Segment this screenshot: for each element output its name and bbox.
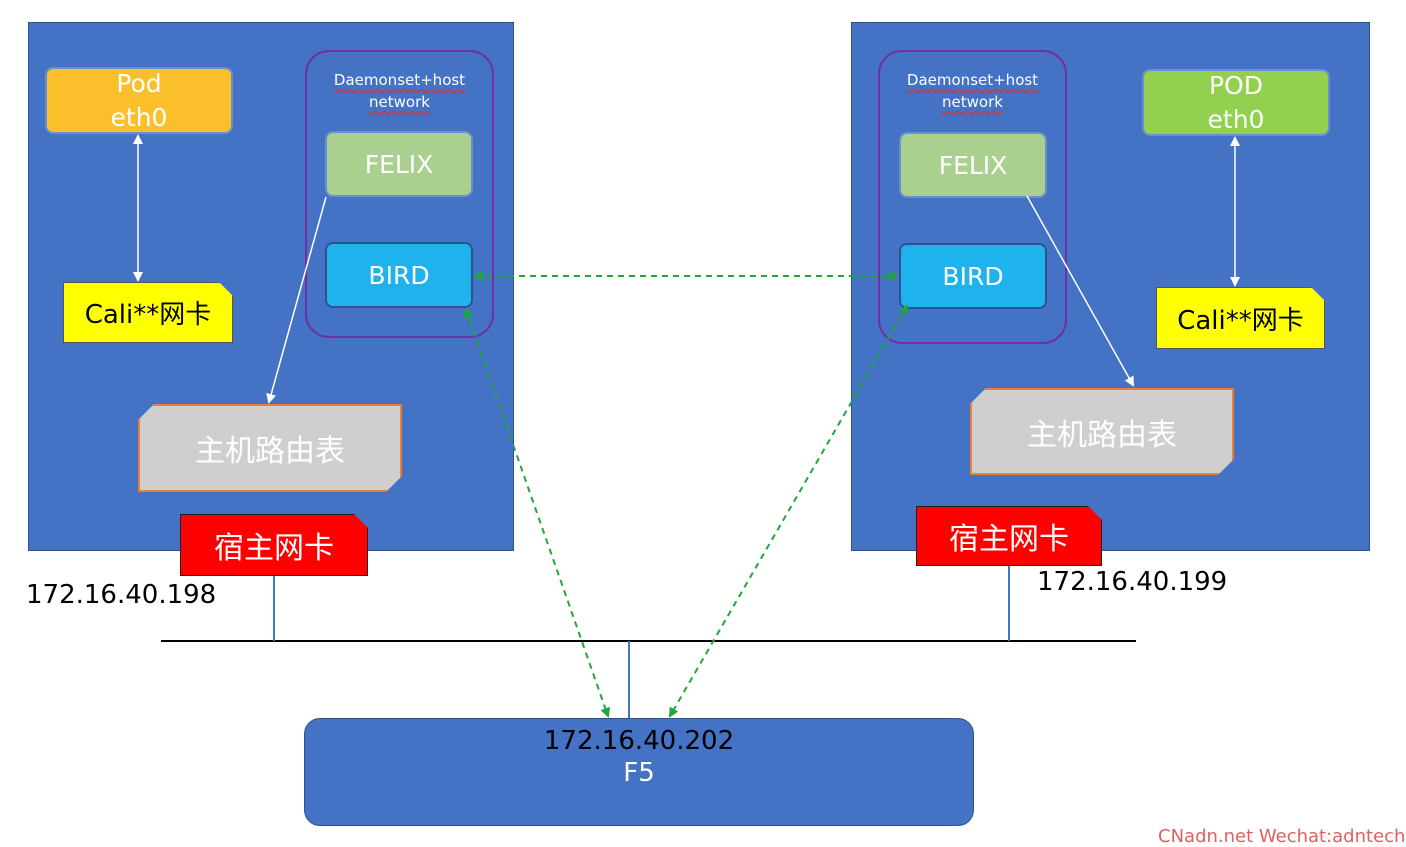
left-route-table-label: 主机路由表	[195, 434, 345, 469]
right-pod[interactable]: POD eth0	[1142, 69, 1330, 136]
right-route-table-label: 主机路由表	[1027, 417, 1177, 453]
left-felix-label: FELIX	[364, 149, 434, 179]
left-pod-interface: eth0	[110, 102, 168, 132]
right-host-nic-label: 宿主网卡	[949, 522, 1069, 557]
left-cali-nic-label: Cali**网卡	[84, 300, 212, 330]
left-felix[interactable]: FELIX	[325, 131, 473, 197]
left-bird[interactable]: BIRD	[325, 242, 473, 308]
left-daemonset-group	[305, 50, 494, 338]
right-felix[interactable]: FELIX	[899, 132, 1047, 198]
left-host-ip: 172.16.40.198	[26, 580, 217, 610]
watermark: CNadn.net Wechat:adntech	[1158, 826, 1406, 847]
f5-load-balancer[interactable]: 172.16.40.202 F5	[304, 718, 974, 826]
left-pod[interactable]: Pod eth0	[45, 67, 233, 134]
left-cali-nic[interactable]: Cali**网卡	[63, 282, 233, 343]
left-host-nic-label: 宿主网卡	[214, 531, 334, 566]
right-bird-label: BIRD	[942, 261, 1004, 291]
right-route-table[interactable]: 主机路由表	[970, 388, 1234, 475]
left-bird-label: BIRD	[368, 260, 430, 290]
left-pod-name: Pod	[116, 68, 162, 98]
right-bird[interactable]: BIRD	[899, 243, 1047, 309]
right-bird-f5-bgp-link	[668, 304, 909, 718]
left-daemonset-label-line2: network	[369, 93, 430, 111]
right-host-nic[interactable]: 宿主网卡	[916, 506, 1102, 566]
left-daemonset-label-line1: Daemonset+host	[333, 71, 466, 89]
left-daemonset-label: Daemonset+host network	[305, 69, 494, 113]
right-felix-route-arrow	[1026, 195, 1134, 387]
right-daemonset-group	[878, 50, 1067, 344]
right-cali-nic[interactable]: Cali**网卡	[1156, 287, 1325, 349]
right-pod-name: POD	[1208, 70, 1263, 100]
left-felix-route-arrow	[266, 196, 327, 404]
right-pod-interface: eth0	[1207, 104, 1265, 134]
right-daemonset-label-line1: Daemonset+host	[906, 71, 1039, 89]
right-cali-nic-label: Cali**网卡	[1177, 305, 1304, 336]
left-host-nic[interactable]: 宿主网卡	[180, 514, 368, 576]
right-felix-label: FELIX	[938, 150, 1008, 180]
f5-ip: 172.16.40.202	[543, 726, 735, 756]
left-bird-f5-bgp-link	[463, 308, 611, 718]
right-host-ip: 172.16.40.199	[1037, 567, 1228, 597]
right-daemonset-label: Daemonset+host network	[878, 69, 1067, 113]
right-daemonset-label-line2: network	[942, 93, 1003, 111]
f5-name: F5	[623, 758, 655, 788]
left-route-table[interactable]: 主机路由表	[138, 404, 402, 492]
